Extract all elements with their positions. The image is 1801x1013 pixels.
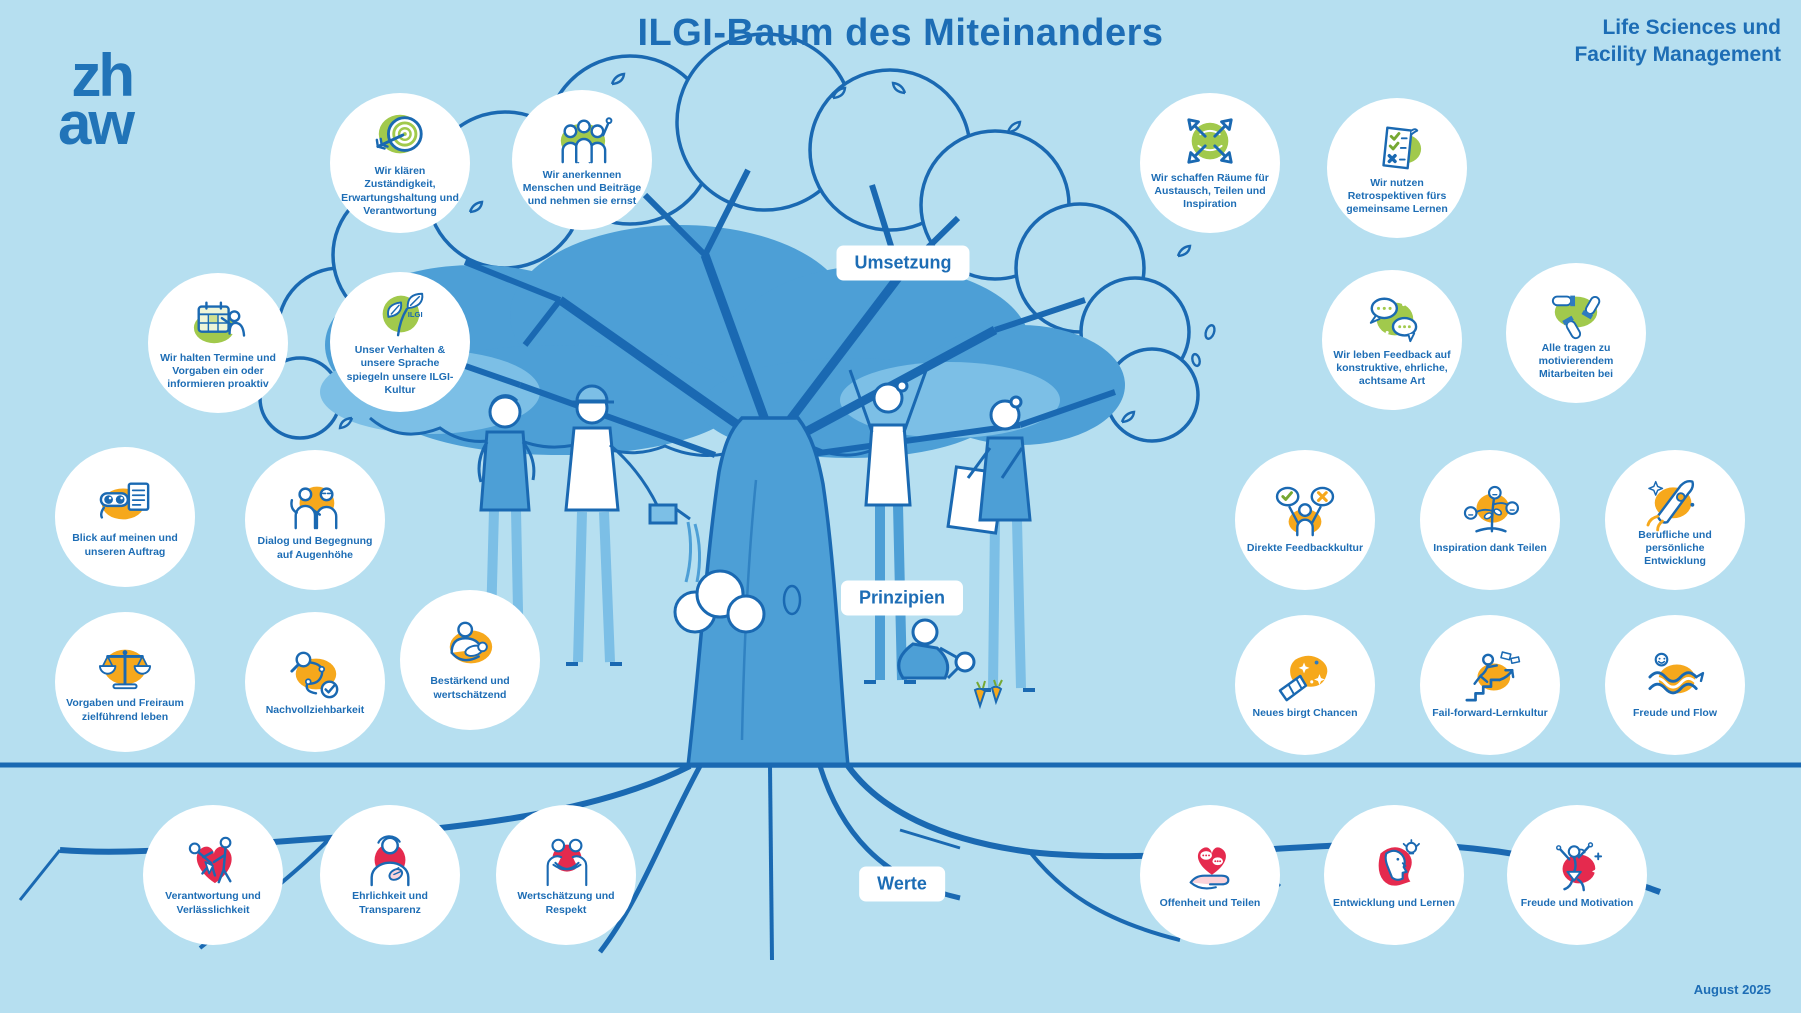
badge-freude-motivation: Freude und Motivation bbox=[1507, 805, 1647, 945]
badge-label: Wir halten Termine und Vorgaben ein oder… bbox=[160, 351, 276, 391]
org-name: Life Sciences und Facility Management bbox=[1574, 14, 1781, 69]
target-icon bbox=[368, 108, 432, 162]
badge-label: Verantwortung und Verlässlichkeit bbox=[165, 890, 261, 916]
hands-together-icon bbox=[1544, 285, 1608, 339]
badge-termine: Wir halten Termine und Vorgaben ein oder… bbox=[148, 273, 288, 413]
joyful-jump-icon bbox=[1545, 840, 1609, 894]
badge-entwicklung-beruflich: Berufliche und persönliche Entwicklung bbox=[1605, 450, 1745, 590]
badge-fail-forward: Fail-forward-Lernkultur bbox=[1420, 615, 1560, 755]
badge-label: Entwicklung und Lernen bbox=[1333, 896, 1455, 909]
badge-label: Wir nutzen Retrospektiven fürs gemeinsam… bbox=[1346, 176, 1448, 216]
org-line-1: Life Sciences und bbox=[1602, 16, 1781, 39]
badge-label: Nachvollziehbarkeit bbox=[265, 703, 365, 716]
badge-bestaerkend: Bestärkend und wertschätzend bbox=[400, 590, 540, 730]
person-right-2 bbox=[946, 395, 1035, 692]
trunk-knot bbox=[782, 584, 802, 616]
telescope-stars-icon bbox=[1273, 650, 1337, 704]
badge-anerkennung: Wir anerkennen Menschen und Beiträge und… bbox=[512, 90, 652, 230]
badge-entwicklung-lernen: Entwicklung und Lernen bbox=[1324, 805, 1464, 945]
org-line-2: Facility Management bbox=[1574, 43, 1781, 67]
date-label: August 2025 bbox=[1693, 982, 1771, 997]
badge-retrospektiven: Wir nutzen Retrospektiven fürs gemeinsam… bbox=[1327, 98, 1467, 238]
shrub bbox=[673, 569, 766, 634]
badge-zustaendigkeit: Wir klären Zuständigkeit, Erwartungshalt… bbox=[330, 93, 470, 233]
person-left-2 bbox=[564, 384, 702, 666]
retro-checklist-icon bbox=[1365, 120, 1429, 174]
badge-label: Vorgaben und Freiraum zielführend leben bbox=[66, 697, 184, 723]
badge-label: Wertschätzung und Respekt bbox=[517, 890, 615, 916]
zhaw-logo: zh aw bbox=[30, 42, 135, 157]
badge-label: Unser Verhalten & unsere Sprache spiegel… bbox=[346, 344, 454, 396]
badge-verantwortung: Verantwortung und Verlässlichkeit bbox=[143, 805, 283, 945]
nurture-icon bbox=[438, 618, 502, 672]
section-label-umsetzung: Umsetzung bbox=[836, 245, 970, 281]
badge-inspiration-teilen: Inspiration dank Teilen bbox=[1420, 450, 1560, 590]
badge-label: Offenheit und Teilen bbox=[1159, 896, 1261, 909]
dialog-people-icon bbox=[283, 478, 347, 532]
badge-label: Blick auf meinen und unseren Auftrag bbox=[72, 532, 178, 558]
person-kneeling bbox=[897, 618, 1003, 710]
zhaw-logo-zh: zh bbox=[71, 42, 135, 109]
rocket-icon bbox=[1643, 472, 1707, 532]
leaf-accents bbox=[338, 72, 1216, 430]
badge-label: Wir leben Feedback auf konstruktive, ehr… bbox=[1333, 348, 1451, 388]
badge-label: Inspiration dank Teilen bbox=[1433, 541, 1547, 554]
badge-feedback-leben: Wir leben Feedback auf konstruktive, ehr… bbox=[1322, 270, 1462, 410]
badge-neues-chancen: Neues birgt Chancen bbox=[1235, 615, 1375, 755]
feedback-check-x-icon bbox=[1273, 485, 1337, 539]
badge-freude-flow: Freude und Flow bbox=[1605, 615, 1745, 755]
badge-label: Freude und Flow bbox=[1633, 706, 1717, 719]
section-label-prinzipien: Prinzipien bbox=[840, 580, 964, 616]
idea-plant-icon bbox=[1458, 485, 1522, 539]
section-label-werte: Werte bbox=[859, 866, 945, 902]
badge-label: Direkte Feedbackkultur bbox=[1246, 541, 1364, 554]
hand-on-heart-icon bbox=[358, 833, 422, 887]
badge-label: Freude und Motivation bbox=[1520, 896, 1634, 909]
team-icon bbox=[550, 112, 614, 166]
badge-label: Alle tragen zu motivierendem Mitarbeiten… bbox=[1538, 341, 1614, 381]
badge-label: Bestärkend und wertschätzend bbox=[430, 675, 510, 701]
badge-nachvollziehbarkeit: Nachvollziehbarkeit bbox=[245, 612, 385, 752]
heart-in-hand-icon bbox=[1178, 840, 1242, 894]
badge-label: Fail-forward-Lernkultur bbox=[1432, 706, 1548, 719]
zhaw-logo-aw: aw bbox=[57, 90, 135, 157]
page-title: ILGI-Baum des Miteinanders bbox=[637, 12, 1164, 54]
speech-bubbles-icon bbox=[1360, 292, 1424, 346]
path-check-icon bbox=[283, 647, 347, 701]
badge-label: Dialog und Begegnung auf Augenhöhe bbox=[257, 535, 373, 561]
person-right-1 bbox=[848, 364, 930, 684]
head-ideas-icon bbox=[1362, 839, 1426, 894]
hug-icon bbox=[534, 833, 598, 887]
badge-ehrlichkeit: Ehrlichkeit und Transparenz bbox=[320, 805, 460, 945]
badge-label: Wir klären Zuständigkeit, Erwartungshalt… bbox=[341, 165, 459, 217]
ilgi-text: ILGI bbox=[408, 310, 423, 319]
stretch-pair-icon bbox=[181, 833, 245, 887]
calendar-icon bbox=[186, 295, 250, 349]
binoculars-document-icon bbox=[93, 475, 157, 529]
badge-label: Berufliche und persönliche Entwicklung bbox=[1638, 528, 1712, 568]
badge-vorgaben-freiraum: Vorgaben und Freiraum zielführend leben bbox=[55, 612, 195, 752]
branches bbox=[424, 168, 1116, 458]
badge-label: Wir schaffen Räume für Austausch, Teilen… bbox=[1151, 171, 1269, 211]
stairs-arrow-icon bbox=[1458, 650, 1522, 704]
badge-label: Ehrlichkeit und Transparenz bbox=[352, 890, 428, 916]
ilgi-leaf-icon: ILGI bbox=[368, 287, 432, 341]
badge-dialog: Dialog und Begegnung auf Augenhöhe bbox=[245, 450, 385, 590]
badge-wertschaetzung: Wertschätzung und Respekt bbox=[496, 805, 636, 945]
badge-direkte-feedbackkultur: Direkte Feedbackkultur bbox=[1235, 450, 1375, 590]
arrows-out-icon bbox=[1178, 115, 1242, 169]
badge-motivierendes-mitarbeiten: Alle tragen zu motivierendem Mitarbeiten… bbox=[1506, 263, 1646, 403]
badge-label: Neues birgt Chancen bbox=[1252, 706, 1358, 719]
badge-raeume: Wir schaffen Räume für Austausch, Teilen… bbox=[1140, 93, 1280, 233]
badge-ilgi-kultur: ILGI Unser Verhalten & unsere Sprache sp… bbox=[330, 272, 470, 412]
badge-offenheit: Offenheit und Teilen bbox=[1140, 805, 1280, 945]
balance-scale-icon bbox=[93, 640, 157, 694]
flow-waves-icon bbox=[1643, 650, 1707, 704]
badge-label: Wir anerkennen Menschen und Beiträge und… bbox=[522, 168, 642, 208]
badge-auftrag: Blick auf meinen und unseren Auftrag bbox=[55, 447, 195, 587]
